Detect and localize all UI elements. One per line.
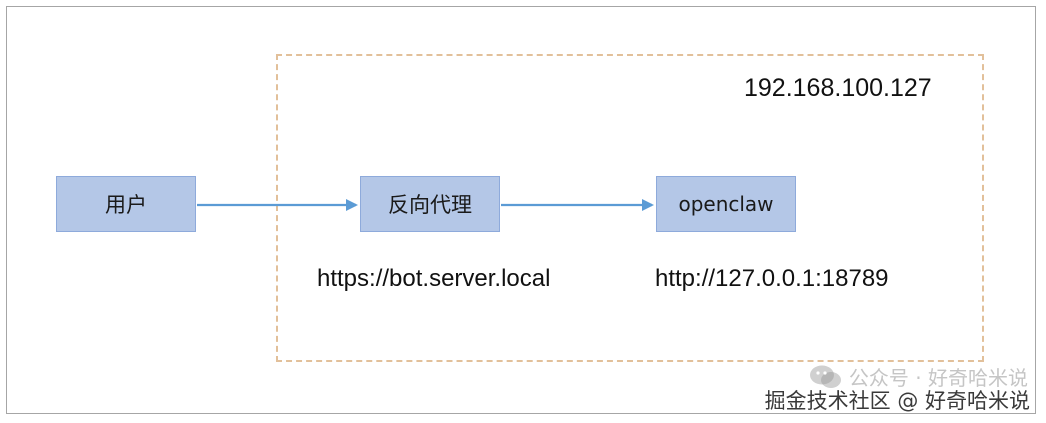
wechat-icon (809, 365, 841, 388)
host-boundary (276, 54, 984, 362)
watermark: 公众号 · 好奇哈米说 掘金技术社区 @ 好奇哈米说 (765, 362, 1030, 415)
watermark-line-1: 公众号 · 好奇哈米说 (765, 362, 1028, 391)
host-ip-label: 192.168.100.127 (744, 74, 932, 102)
proxy-url-label: https://bot.server.local (317, 265, 551, 292)
node-openclaw: openclaw (656, 176, 796, 232)
node-user: 用户 (56, 176, 196, 232)
openclaw-url-label: http://127.0.0.1:18789 (655, 265, 889, 292)
node-reverse-proxy: 反向代理 (360, 176, 500, 232)
watermark-line-2: 掘金技术社区 @ 好奇哈米说 (764, 389, 1030, 413)
watermark-account-text: 公众号 · 好奇哈米说 (848, 366, 1028, 390)
